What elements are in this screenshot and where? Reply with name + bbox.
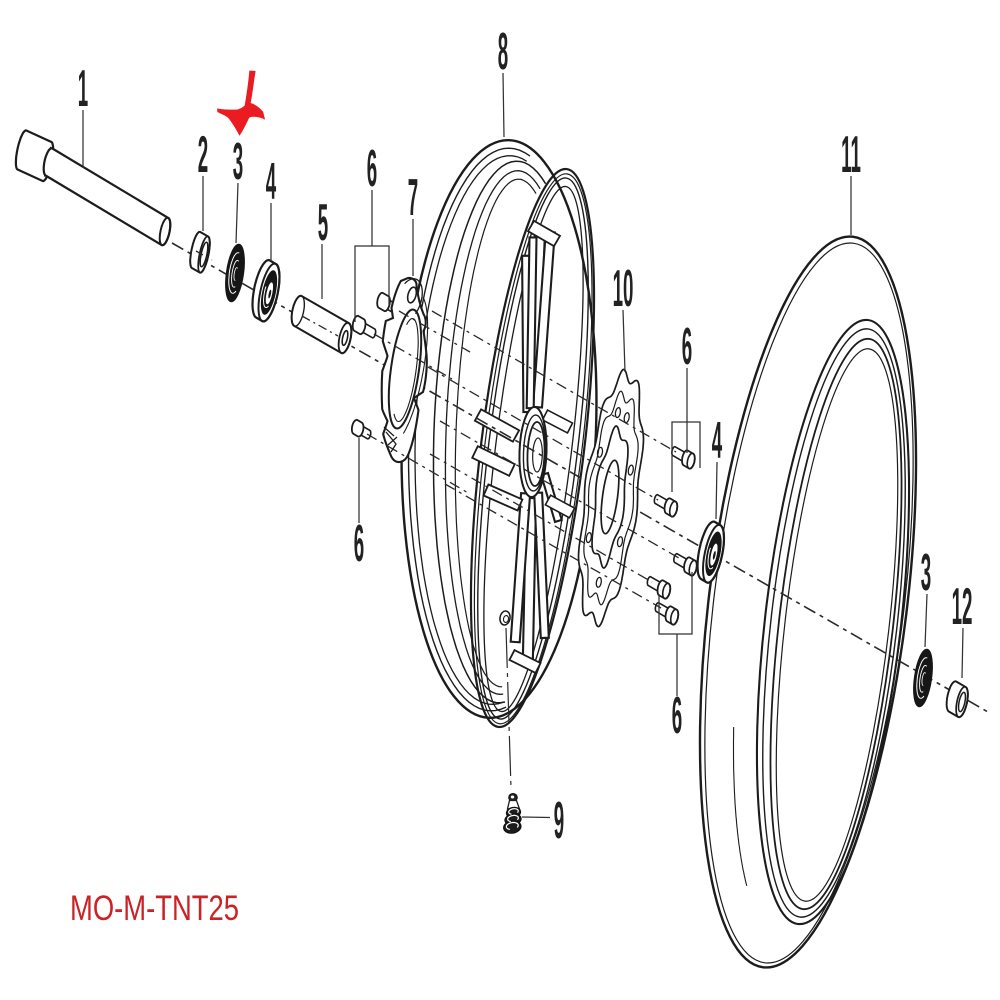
svg-text:4: 4 bbox=[266, 154, 277, 211]
svg-text:7: 7 bbox=[408, 170, 418, 227]
svg-text:6: 6 bbox=[682, 319, 692, 376]
svg-text:4: 4 bbox=[712, 413, 723, 470]
svg-text:8: 8 bbox=[498, 24, 508, 81]
svg-text:6: 6 bbox=[672, 688, 682, 745]
svg-text:MO-M-TNT25: MO-M-TNT25 bbox=[70, 889, 239, 928]
svg-text:12: 12 bbox=[952, 579, 973, 636]
svg-text:11: 11 bbox=[841, 127, 861, 184]
svg-text:6: 6 bbox=[367, 141, 377, 198]
svg-text:5: 5 bbox=[318, 195, 328, 252]
svg-text:10: 10 bbox=[613, 261, 634, 318]
svg-text:6: 6 bbox=[354, 516, 364, 573]
svg-text:1: 1 bbox=[78, 61, 88, 118]
svg-text:2: 2 bbox=[198, 127, 208, 184]
svg-text:3: 3 bbox=[233, 134, 243, 191]
svg-text:3: 3 bbox=[921, 545, 931, 602]
svg-text:9: 9 bbox=[554, 793, 564, 850]
